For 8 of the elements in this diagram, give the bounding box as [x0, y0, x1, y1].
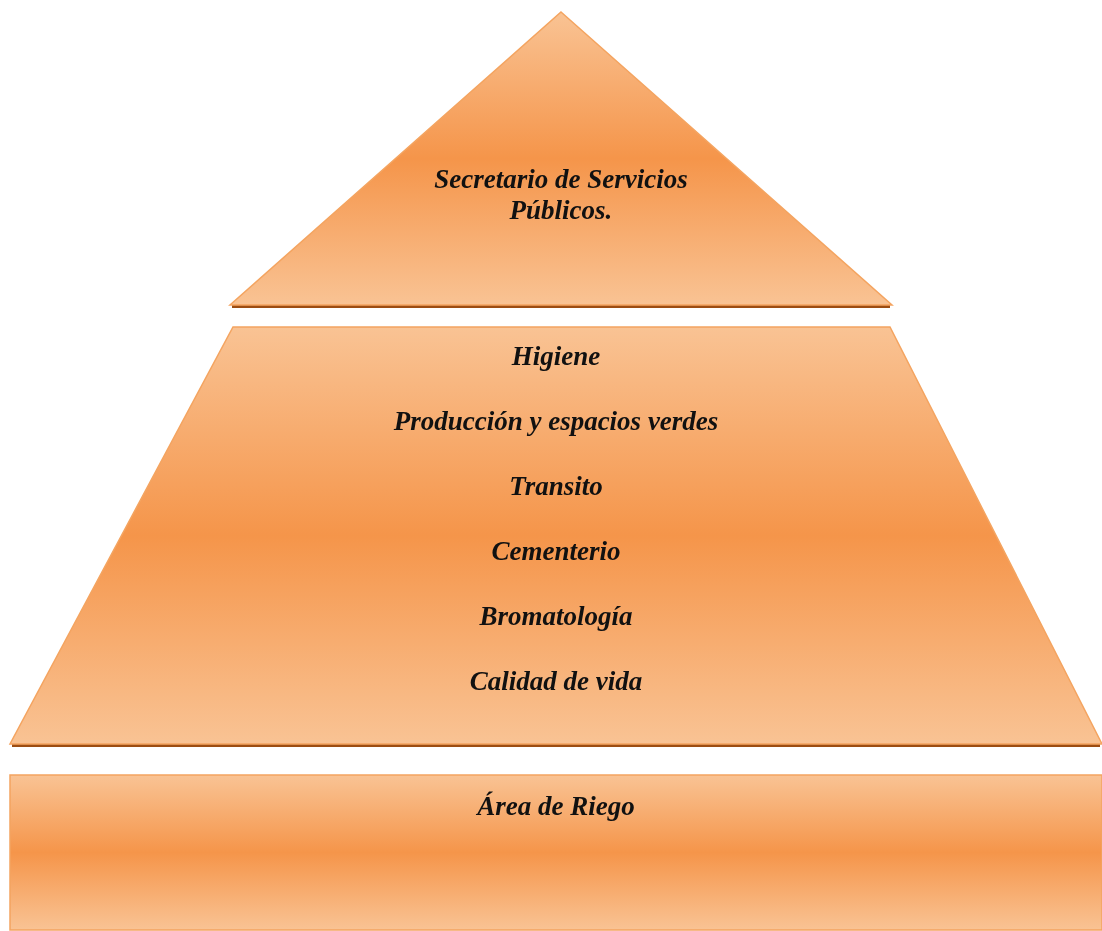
level-label: Calidad de vida: [469, 666, 643, 697]
level-label: Área de Riego: [477, 791, 635, 822]
level-label: Producción y espacios verdes: [393, 406, 719, 437]
level-label: Transito: [509, 471, 603, 502]
level-label: Higiene: [511, 341, 601, 372]
level-label: Cementerio: [491, 536, 621, 567]
level-label: Bromatología: [479, 601, 633, 632]
level-label: Secretario de Servicios Públicos.: [433, 164, 689, 226]
